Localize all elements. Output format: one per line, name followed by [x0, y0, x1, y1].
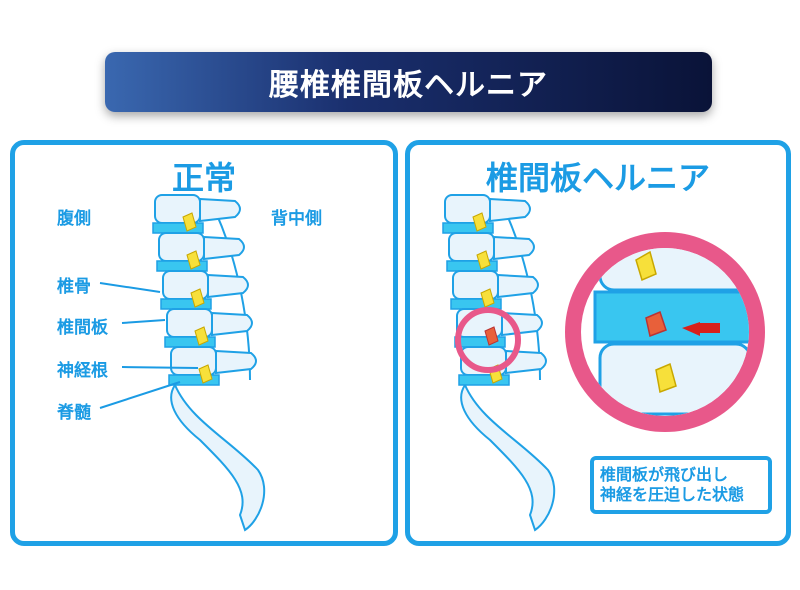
- page-title: 腰椎椎間板ヘルニア: [269, 68, 548, 103]
- sacrum: [170, 382, 266, 532]
- label-leaders: [99, 282, 199, 409]
- nerve-root: [480, 288, 495, 308]
- disc-label: 椎間板: [57, 318, 108, 338]
- disc: [458, 374, 510, 386]
- small-magnifier-ring: [455, 307, 521, 373]
- normal-heading: 正常: [171, 159, 236, 197]
- vertebra-process: [203, 235, 245, 261]
- vertebra-process: [207, 273, 249, 299]
- hernia-caption: 椎間板が飛び出し 神経を圧迫した状態: [590, 456, 772, 514]
- vertebra-process: [211, 311, 253, 337]
- spinal-cord-label: 脊髄: [57, 403, 91, 423]
- nerve-root: [476, 250, 491, 270]
- sacrum: [460, 382, 556, 532]
- magnified-view: [565, 204, 765, 432]
- nerve-root: [186, 250, 201, 270]
- normal-spine: [152, 194, 266, 532]
- vertebra-process: [215, 349, 257, 375]
- nerve-root: [198, 364, 213, 384]
- nerve-root: [182, 212, 197, 232]
- nerve-root: [194, 326, 209, 346]
- nerve-root-label: 神経根: [57, 361, 108, 381]
- vertebra-process: [489, 197, 531, 223]
- ventral-label: 腹側: [57, 209, 91, 229]
- nerve-root: [472, 212, 487, 232]
- caption-line-1: 椎間板が飛び出し: [600, 465, 729, 484]
- vertebra-label: 椎骨: [57, 277, 91, 297]
- herniated-disc: [484, 326, 499, 346]
- hernia-spine: [442, 194, 556, 532]
- dorsal-label: 背中側: [271, 209, 322, 229]
- nerve-root: [190, 288, 205, 308]
- vertebra-process: [493, 235, 535, 261]
- title-banner: 腰椎椎間板ヘルニア: [105, 52, 712, 112]
- hernia-panel: 椎間板ヘルニア: [405, 140, 791, 546]
- disc: [168, 374, 220, 386]
- caption-line-2: 神経を圧迫した状態: [600, 485, 745, 504]
- hernia-heading: 椎間板ヘルニア: [485, 159, 710, 197]
- vertebra-process: [497, 273, 539, 299]
- vertebra-process: [199, 197, 241, 223]
- normal-panel: 正常: [10, 140, 398, 546]
